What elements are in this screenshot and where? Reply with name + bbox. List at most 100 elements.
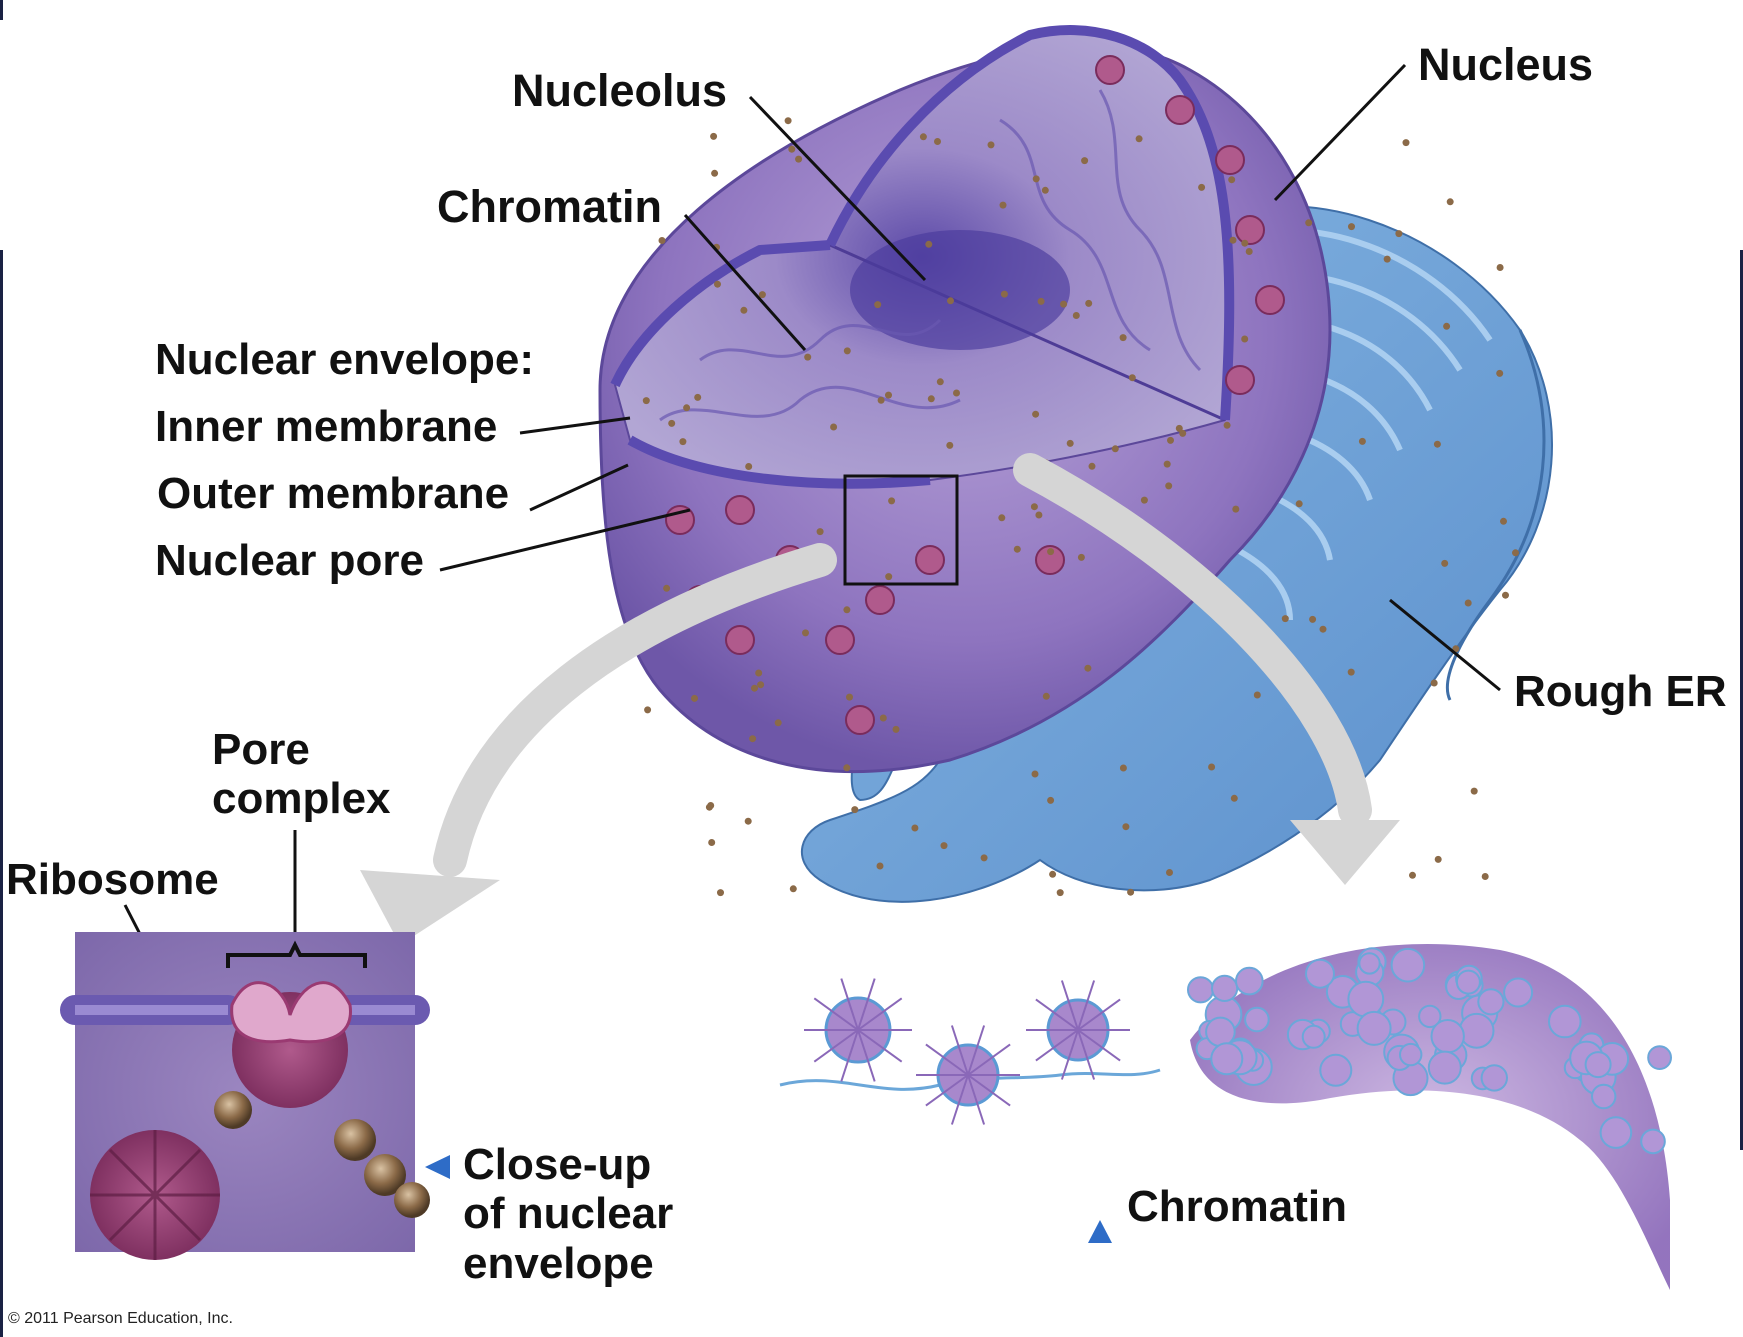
ribosome-dot — [1085, 299, 1093, 307]
up-triangle-icon — [1088, 1220, 1112, 1243]
ribosome-dot — [708, 839, 716, 846]
ribosome-dot — [668, 419, 676, 427]
ribosome-dot — [683, 404, 691, 412]
ribosome-dot — [1502, 591, 1509, 599]
ribosome-dot — [1031, 770, 1039, 778]
ribosome-dot — [1179, 429, 1187, 437]
label-outer-membrane: Outer membrane — [157, 469, 510, 518]
ribosome-dot — [1030, 503, 1038, 511]
ribosome-dot — [694, 393, 702, 401]
ribosome-dot — [679, 438, 687, 446]
nucleosome-bead — [1418, 1004, 1442, 1029]
histone-tail — [857, 1029, 903, 1063]
nucleosome-bead — [1427, 1050, 1462, 1085]
label-chromatin-top: Chromatin — [437, 181, 662, 232]
leader-outer-membrane — [529, 463, 629, 512]
ribosome-dot — [1013, 545, 1021, 553]
ribosome-dot — [1229, 236, 1237, 244]
ribosome-dot — [710, 132, 718, 140]
histone-tail — [840, 978, 859, 1031]
histone-tail — [857, 997, 903, 1031]
histone-tail — [967, 1043, 1011, 1076]
ribosome-dot — [757, 681, 765, 689]
ribosome-dot — [751, 684, 758, 692]
histone-tail — [1035, 1029, 1079, 1062]
nucleosome-bead — [1187, 976, 1215, 1004]
ribosome-dot — [1119, 334, 1127, 342]
ribosome-dot — [1241, 335, 1249, 343]
leader-nucleus — [1273, 63, 1407, 202]
closeup-arrow — [360, 543, 837, 945]
ribosome-dot — [1305, 219, 1313, 227]
ribosome-dot — [953, 389, 960, 397]
ribosome-dot — [1032, 175, 1040, 183]
ribosome-dot — [1081, 157, 1089, 165]
nucleosome-bead — [1430, 1018, 1465, 1054]
ribosome-dot — [1512, 549, 1519, 557]
nucleosome-bead — [1347, 980, 1385, 1018]
label-inner-membrane: Inner membrane — [155, 402, 498, 451]
nucleosome-bead — [1235, 966, 1264, 996]
ribosome-dot — [1047, 548, 1055, 556]
ribosome-dot — [711, 169, 719, 177]
nucleosome-bead — [1399, 1042, 1423, 1067]
ribosome-dot — [1047, 796, 1055, 804]
ribosome-dot — [755, 669, 763, 677]
ribosome-dot — [1167, 436, 1174, 444]
histone-tail — [813, 997, 859, 1031]
ribosome-dot — [843, 764, 851, 772]
label-pore-complex-line2: complex — [212, 774, 391, 824]
nuclear-pore-mark — [725, 495, 755, 525]
histone-tail — [857, 1029, 876, 1082]
histone-tail — [1077, 980, 1096, 1031]
ribosome-dot — [1383, 255, 1391, 263]
histone-tail — [1077, 1029, 1121, 1062]
ribosome-dot — [740, 306, 748, 314]
ribosome-dot — [804, 353, 812, 361]
nucleosome-bead — [1480, 1064, 1509, 1092]
ribosome-dot — [1443, 322, 1451, 330]
ribosome-dot — [947, 297, 954, 305]
ribosome-dot — [758, 291, 766, 299]
nucleosome-bead — [1599, 1116, 1633, 1149]
ribosome-dot — [1088, 462, 1096, 470]
histone-tail — [857, 978, 876, 1031]
ribosome-dot — [644, 706, 652, 714]
ribosome-dot — [774, 719, 782, 727]
ribosome-dot — [658, 237, 666, 244]
ribosome-dot — [885, 391, 892, 399]
histone-tail — [1060, 980, 1079, 1031]
ribosome-dot — [1245, 248, 1253, 255]
ribosome-dot — [998, 514, 1006, 522]
label-nuclear-pore: Nuclear pore — [155, 536, 424, 585]
nucleosome-bead — [1244, 1006, 1270, 1033]
chromatin-nucleosomes — [804, 947, 1672, 1155]
nucleosome-bead — [1358, 952, 1381, 975]
ribosome-dot — [795, 155, 803, 163]
ribosome-dot — [816, 528, 824, 536]
ribosome-dot — [919, 133, 927, 141]
nucleosome-bead — [1640, 1128, 1666, 1155]
label-rough-er: Rough ER — [1514, 667, 1727, 716]
ribosome-dot — [911, 824, 919, 832]
nucleosome-bead — [1356, 1010, 1392, 1046]
ribosome-dot — [925, 240, 933, 248]
copyright-notice: © 2011 Pearson Education, Inc. — [8, 1310, 233, 1327]
ribosome-dot — [927, 395, 935, 403]
ribosome-dot — [1446, 198, 1454, 206]
histone-tail — [925, 1074, 969, 1107]
nucleosome-bead — [1503, 977, 1534, 1008]
inset-indicator-box — [843, 474, 959, 586]
ribosome-dot — [1035, 511, 1043, 519]
nuclear-pore-mark — [915, 545, 945, 575]
ribosome-dot — [788, 145, 796, 153]
ribosome-dot — [1253, 691, 1261, 699]
ribosome-dot — [784, 117, 792, 125]
frame-border-top-left — [0, 0, 3, 20]
closeup-inset — [60, 932, 430, 1260]
label-pore-complex-line1: Pore — [212, 725, 310, 774]
ribosome-dot — [892, 725, 900, 733]
leader-chromatin-top — [683, 214, 807, 351]
ribosome-dot — [885, 573, 893, 581]
ribosome-dot — [1163, 460, 1171, 468]
